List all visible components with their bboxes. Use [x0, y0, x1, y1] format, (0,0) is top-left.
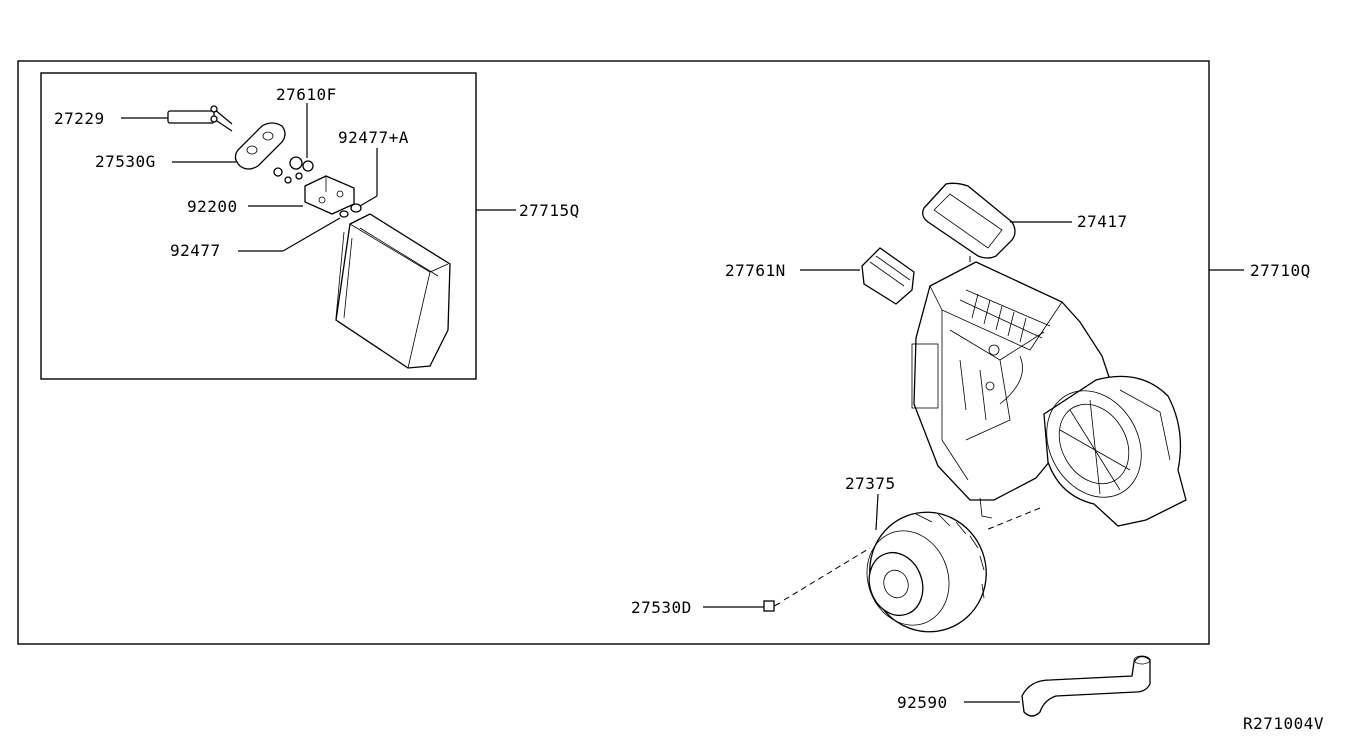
label-27715Q: 27715Q — [519, 201, 580, 220]
label-27530D: 27530D — [631, 598, 692, 617]
heater-unit-housing — [911, 261, 1111, 519]
screw-27530D — [703, 547, 871, 612]
evaporator-core — [335, 213, 451, 369]
bolt-27229 — [121, 105, 233, 132]
blower-motor-27375 — [866, 493, 987, 633]
blower-mount-dashline — [985, 507, 1041, 531]
fitting-27610F — [273, 103, 314, 184]
expansion-valve-92200 — [248, 175, 355, 215]
label-27761N: 27761N — [725, 261, 786, 280]
o-ring-92477 — [238, 210, 349, 252]
block-gasket-27530G — [172, 122, 286, 170]
label-92200: 92200 — [187, 197, 238, 216]
label-92477: 92477 — [170, 241, 221, 260]
blower-housing — [1043, 375, 1187, 527]
o-ring-92477A — [350, 148, 378, 213]
main-assembly-frame — [17, 60, 1210, 645]
label-27610F: 27610F — [276, 85, 337, 104]
label-27710Q: 27710Q — [1250, 261, 1311, 280]
label-27417: 27417 — [1077, 212, 1128, 231]
label-92477A: 92477+A — [338, 128, 409, 147]
resistor-27761N — [800, 247, 915, 305]
drain-hose-92590 — [964, 655, 1151, 717]
label-92590: 92590 — [897, 693, 948, 712]
diagram-code: R271004V — [1243, 714, 1324, 733]
label-27229: 27229 — [54, 109, 105, 128]
label-27530G: 27530G — [95, 152, 156, 171]
evaporator-subassembly-frame — [40, 72, 477, 380]
gasket-27417 — [922, 182, 1072, 298]
label-27375: 27375 — [845, 474, 896, 493]
